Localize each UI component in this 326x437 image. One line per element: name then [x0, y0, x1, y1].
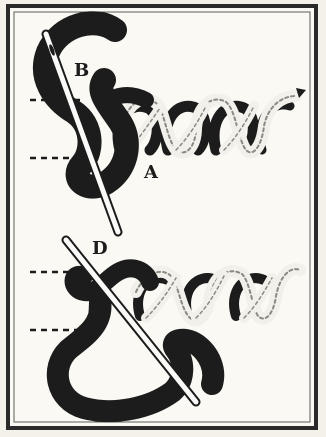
label-d: D: [92, 238, 108, 259]
label-a: A: [143, 162, 159, 183]
bottom-thread-stitch: [96, 300, 99, 326]
top-working-thread-tail: [104, 95, 146, 104]
label-b: B: [74, 60, 89, 81]
